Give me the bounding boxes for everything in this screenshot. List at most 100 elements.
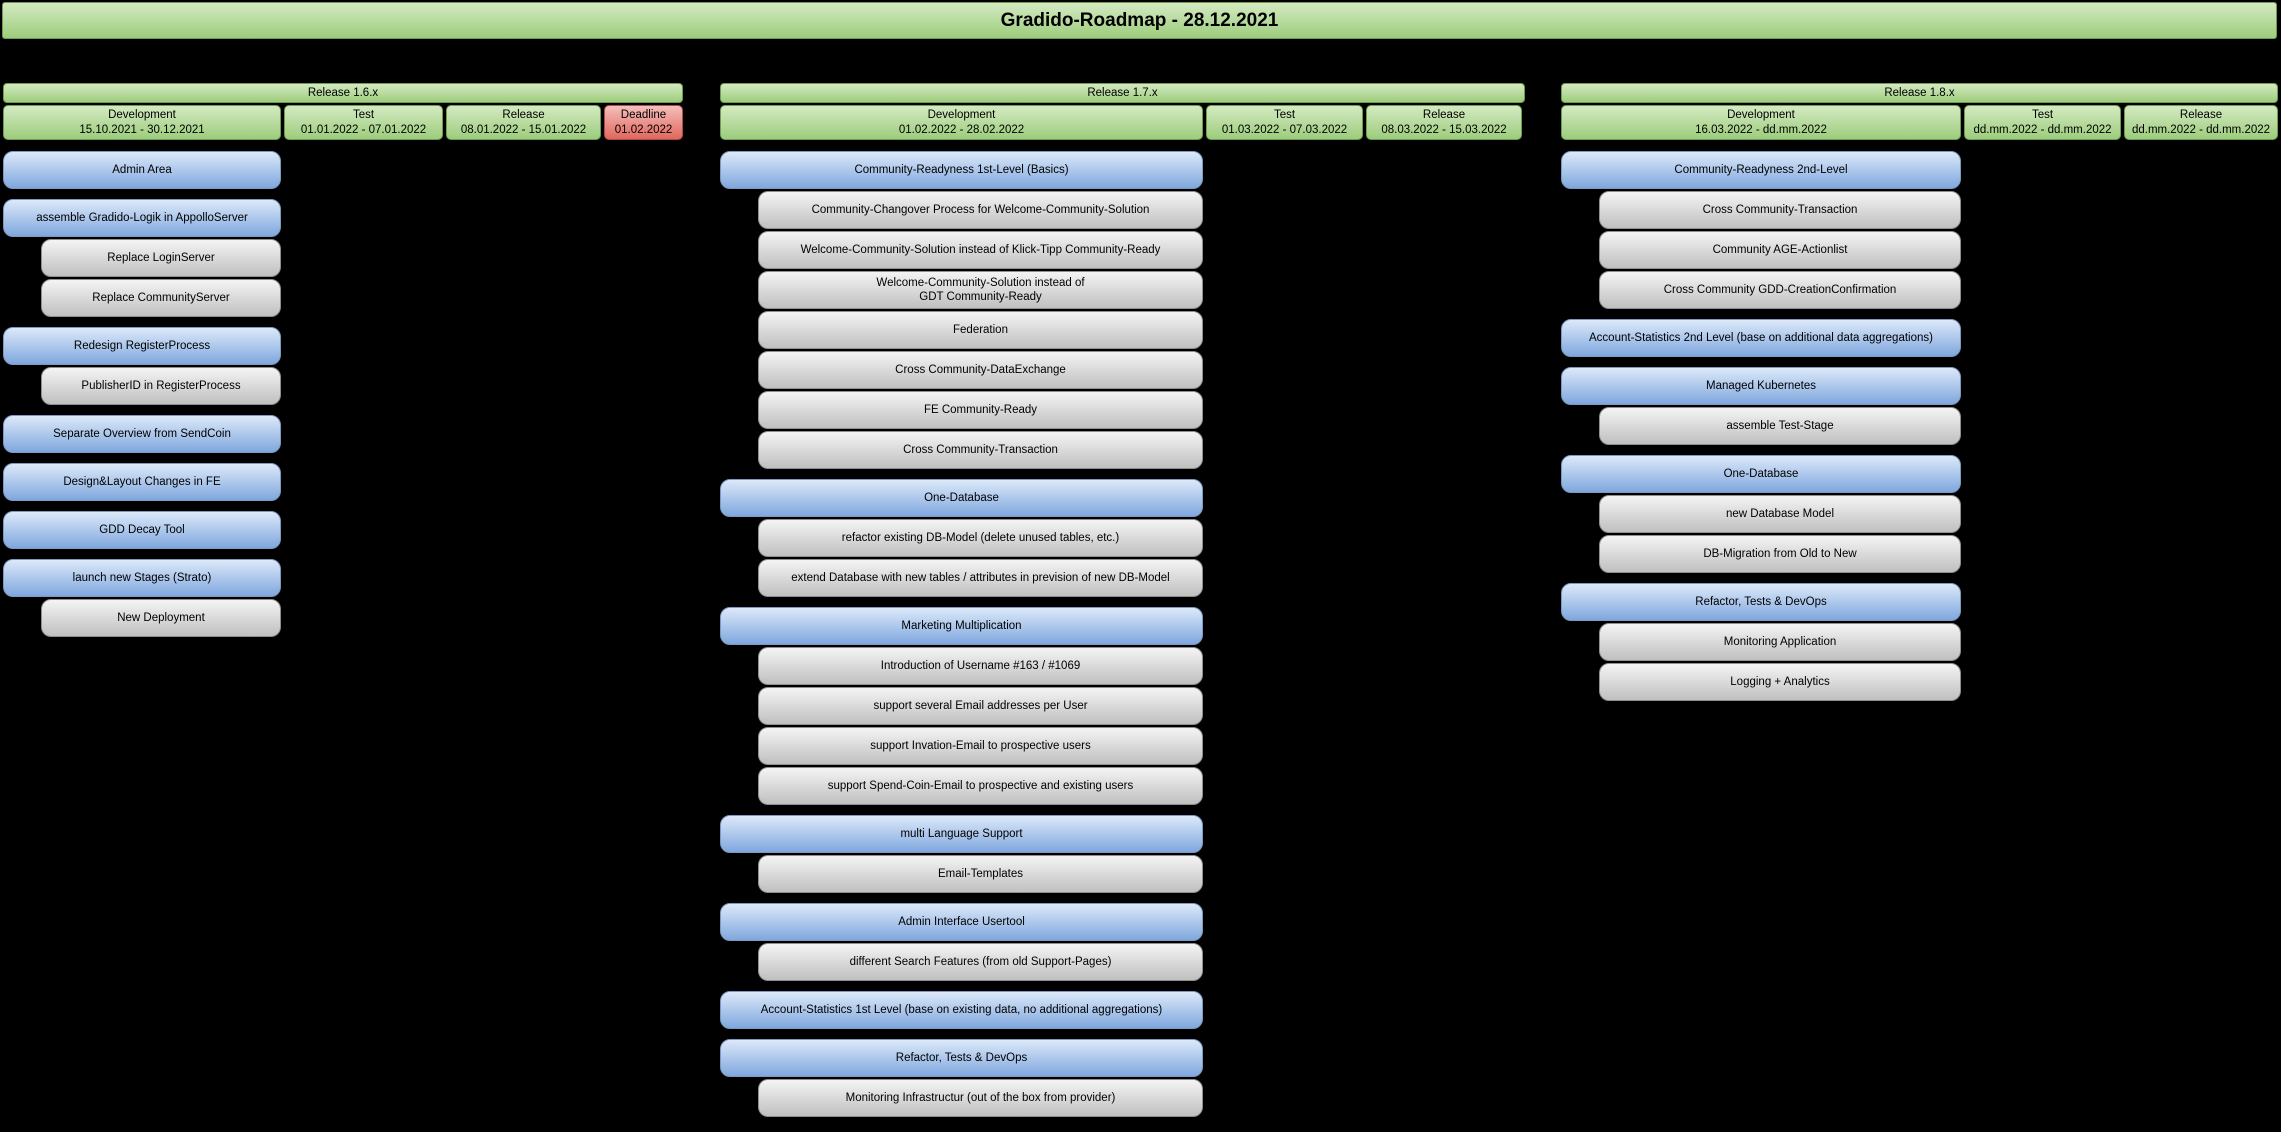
phase-label: Test xyxy=(352,108,375,121)
task-child: New Deployment xyxy=(41,599,281,637)
phase-release: Release 08.01.2022 - 15.01.2022 xyxy=(446,105,601,140)
task-list: Admin Area assemble Gradido-Logik in Appo… xyxy=(3,151,281,637)
task-parent: Account-Statistics 2nd Level (base on ad… xyxy=(1561,319,1961,357)
task-parent: Community-Readyness 1st-Level (Basics) xyxy=(720,151,1203,189)
task-child: new Database Model xyxy=(1599,495,1961,533)
phase-development: Development 15.10.2021 - 30.12.2021 xyxy=(3,105,281,140)
task-child: Welcome-Community-Solution instead of GD… xyxy=(758,271,1203,309)
phase-release: Release 08.03.2022 - 15.03.2022 xyxy=(1366,105,1522,140)
task-parent: Refactor, Tests & DevOps xyxy=(720,1039,1203,1077)
task-child: Introduction of Username #163 / #1069 xyxy=(758,647,1203,685)
task-child: Email-Templates xyxy=(758,855,1203,893)
phase-label: Development xyxy=(1727,108,1795,121)
phase-dates: 01.01.2022 - 07.01.2022 xyxy=(300,123,427,136)
phase-test: Test 01.01.2022 - 07.01.2022 xyxy=(284,105,443,140)
task-child: Community-Changover Process for Welcome-… xyxy=(758,191,1203,229)
phase-dates: 01.02.2022 xyxy=(614,123,673,136)
task-group: Community-Readyness 1st-Level (Basics)Co… xyxy=(720,151,1203,469)
task-child: Cross Community GDD-CreationConfirmation xyxy=(1599,271,1961,309)
phase-dates: 01.02.2022 - 28.02.2022 xyxy=(898,123,1025,136)
task-parent: Admin Interface Usertool xyxy=(720,903,1203,941)
phase-dates: dd.mm.2022 - dd.mm.2022 xyxy=(2131,123,2271,136)
release-header: Release 1.7.x xyxy=(720,83,1525,103)
task-parent: Community-Readyness 2nd-Level xyxy=(1561,151,1961,189)
release-header: Release 1.8.x xyxy=(1561,83,2278,103)
phase-label: Development xyxy=(927,108,996,121)
task-child: support Spend-Coin-Email to prospective … xyxy=(758,767,1203,805)
phase-label: Deadline xyxy=(620,108,667,121)
task-child: refactor existing DB-Model (delete unuse… xyxy=(758,519,1203,557)
task-group: Design&Layout Changes in FE xyxy=(3,463,281,501)
task-group: Account-Statistics 2nd Level (base on ad… xyxy=(1561,319,1961,357)
phase-dates: 08.03.2022 - 15.03.2022 xyxy=(1381,123,1507,136)
phase-dates: 08.01.2022 - 15.01.2022 xyxy=(460,123,587,136)
phase-development: Development 16.03.2022 - dd.mm.2022 xyxy=(1561,105,1961,140)
task-child: Cross Community-DataExchange xyxy=(758,351,1203,389)
task-parent: Separate Overview from SendCoin xyxy=(3,415,281,453)
task-group: Admin Area xyxy=(3,151,281,189)
task-parent: GDD Decay Tool xyxy=(3,511,281,549)
phase-dates: dd.mm.2022 - dd.mm.2022 xyxy=(1973,123,2112,136)
task-child: Monitoring Infrastructur (out of the box… xyxy=(758,1079,1203,1117)
phase-label: Release xyxy=(1422,108,1466,121)
task-group: GDD Decay Tool xyxy=(3,511,281,549)
task-group: launch new Stages (Strato)New Deployment xyxy=(3,559,281,637)
task-parent: One-Database xyxy=(1561,455,1961,493)
task-child: assemble Test-Stage xyxy=(1599,407,1961,445)
task-child: Federation xyxy=(758,311,1203,349)
phase-label: Release xyxy=(502,108,545,121)
task-child: support several Email addresses per User xyxy=(758,687,1203,725)
task-child: different Search Features (from old Supp… xyxy=(758,943,1203,981)
phase-label: Development xyxy=(108,108,176,121)
release-header: Release 1.6.x xyxy=(3,83,683,103)
task-child: DB-Migration from Old to New xyxy=(1599,535,1961,573)
task-group: Separate Overview from SendCoin xyxy=(3,415,281,453)
task-child: Replace CommunityServer xyxy=(41,279,281,317)
phase-dates: 01.03.2022 - 07.03.2022 xyxy=(1221,123,1348,136)
task-parent: Managed Kubernetes xyxy=(1561,367,1961,405)
task-child: Welcome-Community-Solution instead of Kl… xyxy=(758,231,1203,269)
task-group: Account-Statistics 1st Level (base on ex… xyxy=(720,991,1203,1029)
task-parent: launch new Stages (Strato) xyxy=(3,559,281,597)
phase-dates: 16.03.2022 - dd.mm.2022 xyxy=(1695,123,1827,136)
task-parent: One-Database xyxy=(720,479,1203,517)
phase-label: Release xyxy=(2179,108,2223,121)
phase-dates: 15.10.2021 - 30.12.2021 xyxy=(79,123,205,136)
task-parent: assemble Gradido-Logik in AppolloServer xyxy=(3,199,281,237)
task-parent: Marketing Multiplication xyxy=(720,607,1203,645)
task-parent: Redesign RegisterProcess xyxy=(3,327,281,365)
task-parent: Admin Area xyxy=(3,151,281,189)
task-child: Community AGE-Actionlist xyxy=(1599,231,1961,269)
task-child: extend Database with new tables / attrib… xyxy=(758,559,1203,597)
task-child: Cross Community-Transaction xyxy=(758,431,1203,469)
phase-release: Release dd.mm.2022 - dd.mm.2022 xyxy=(2124,105,2278,140)
task-child: Monitoring Application xyxy=(1599,623,1961,661)
phase-development: Development 01.02.2022 - 28.02.2022 xyxy=(720,105,1203,140)
task-parent: multi Language Support xyxy=(720,815,1203,853)
task-child: Logging + Analytics xyxy=(1599,663,1961,701)
task-child: PublisherID in RegisterProcess xyxy=(41,367,281,405)
task-child: FE Community-Ready xyxy=(758,391,1203,429)
task-list: Community-Readyness 1st-Level (Basics)Co… xyxy=(720,151,1203,1117)
task-child: Replace LoginServer xyxy=(41,239,281,277)
task-parent: Account-Statistics 1st Level (base on ex… xyxy=(720,991,1203,1029)
phase-deadline: Deadline 01.02.2022 xyxy=(604,105,683,140)
task-parent: Refactor, Tests & DevOps xyxy=(1561,583,1961,621)
task-child: support Invation-Email to prospective us… xyxy=(758,727,1203,765)
